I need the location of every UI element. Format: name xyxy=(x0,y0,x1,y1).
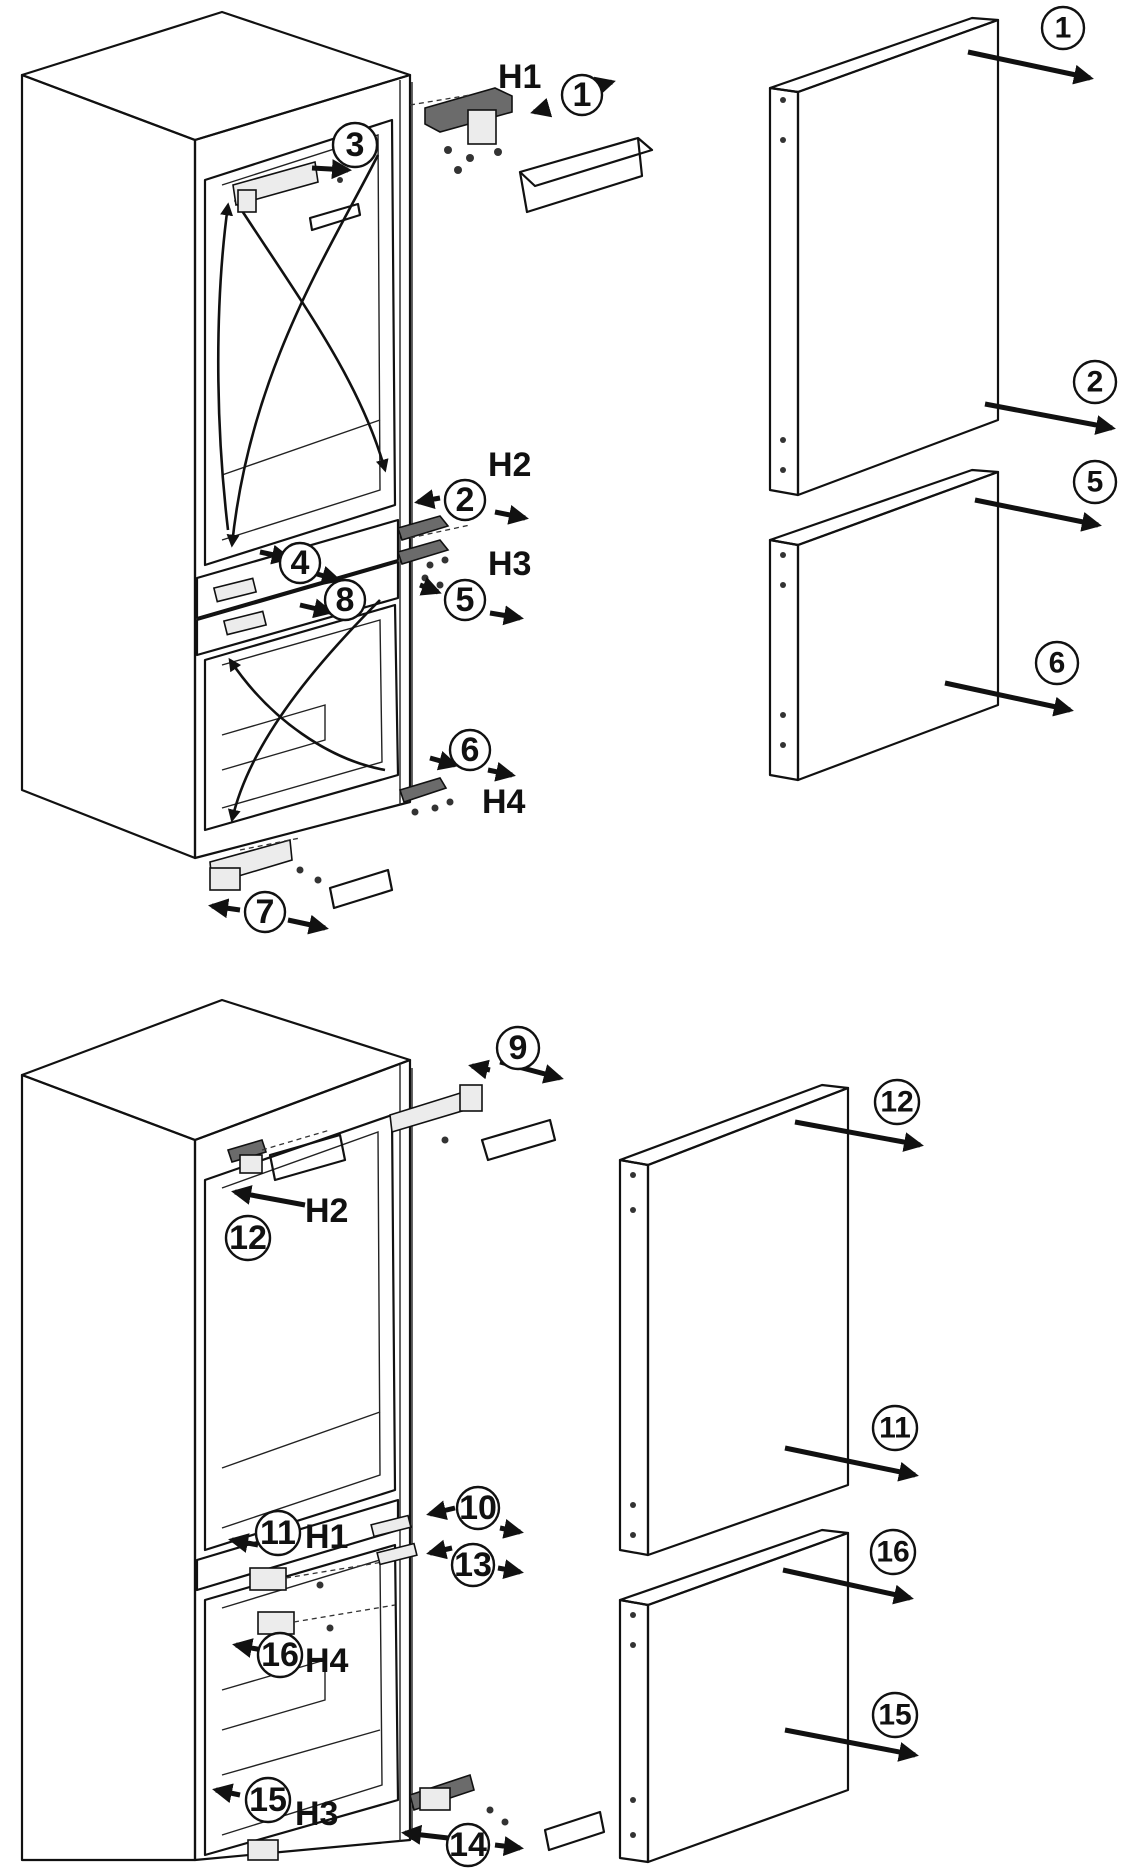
callout-1-hinge: 1 xyxy=(573,76,592,114)
callout-13: 13 xyxy=(454,1546,492,1584)
top-bracket xyxy=(232,160,362,232)
callout-12-hinge: 12 xyxy=(229,1219,267,1257)
hinge-label-h3-bottom: H3 xyxy=(295,1795,338,1833)
callout-11-door: 11 xyxy=(879,1412,911,1445)
hinge-h4-part xyxy=(398,777,454,816)
callout-16-hinge: 16 xyxy=(261,1636,299,1674)
callout-16-door: 16 xyxy=(876,1536,909,1569)
callout-7: 7 xyxy=(256,893,275,931)
callout-12-door: 12 xyxy=(880,1086,913,1119)
callout-6-door: 6 xyxy=(1049,647,1066,680)
bottom-bracket xyxy=(209,837,394,910)
hinge-label-h4-bottom: H4 xyxy=(305,1642,349,1680)
door-upper-bottom xyxy=(618,1083,850,1557)
hinge-label-h2-top: H2 xyxy=(488,446,531,484)
hinge-label-h2-bottom: H2 xyxy=(305,1192,348,1230)
door-lower-top xyxy=(768,468,1000,782)
callout-4: 4 xyxy=(291,544,310,582)
callout-10: 10 xyxy=(459,1489,497,1527)
hinge-h1-part xyxy=(409,87,654,214)
callout-14: 14 xyxy=(449,1826,487,1864)
fridge-cabinet-bottom xyxy=(20,998,413,1862)
callout-3: 3 xyxy=(346,126,365,164)
bottom-section: 9 10 11 11 12 12 13 14 15 15 16 16 H2 H1… xyxy=(20,998,924,1868)
callout-15-door: 15 xyxy=(878,1699,911,1732)
callout-5-hinge: 5 xyxy=(456,581,475,619)
callout-9: 9 xyxy=(509,1029,528,1067)
callout-2-door: 2 xyxy=(1087,366,1104,399)
hinge-h3-bottom-part xyxy=(247,1773,606,1861)
callout-1-door: 1 xyxy=(1055,12,1072,45)
hinge-h9-part xyxy=(389,1084,557,1162)
callout-15-hinge: 15 xyxy=(249,1781,287,1819)
callout-5-door: 5 xyxy=(1087,466,1104,499)
hinge-h1-h4-bottom-parts xyxy=(249,1514,418,1635)
callout-11-hinge: 11 xyxy=(260,1514,296,1552)
door-upper-top xyxy=(768,16,1000,497)
hinge-label-h1-bottom: H1 xyxy=(305,1518,348,1556)
door-lower-bottom xyxy=(618,1528,850,1864)
hinge-h2-bottom-part xyxy=(226,1129,347,1182)
top-section: 1 1 2 2 3 4 5 5 6 6 7 8 H1 H2 H3 H4 xyxy=(20,5,1118,935)
hinge-label-h1-top: H1 xyxy=(498,58,541,96)
hinge-label-h3-top: H3 xyxy=(488,545,531,583)
hinge-label-h4-top: H4 xyxy=(482,783,526,821)
callout-6-hinge: 6 xyxy=(461,731,480,769)
callout-8: 8 xyxy=(336,581,355,619)
hinge-h2-h3-parts xyxy=(396,515,471,589)
fridge-cabinet-top xyxy=(20,10,413,860)
callout-2-hinge: 2 xyxy=(456,481,475,519)
